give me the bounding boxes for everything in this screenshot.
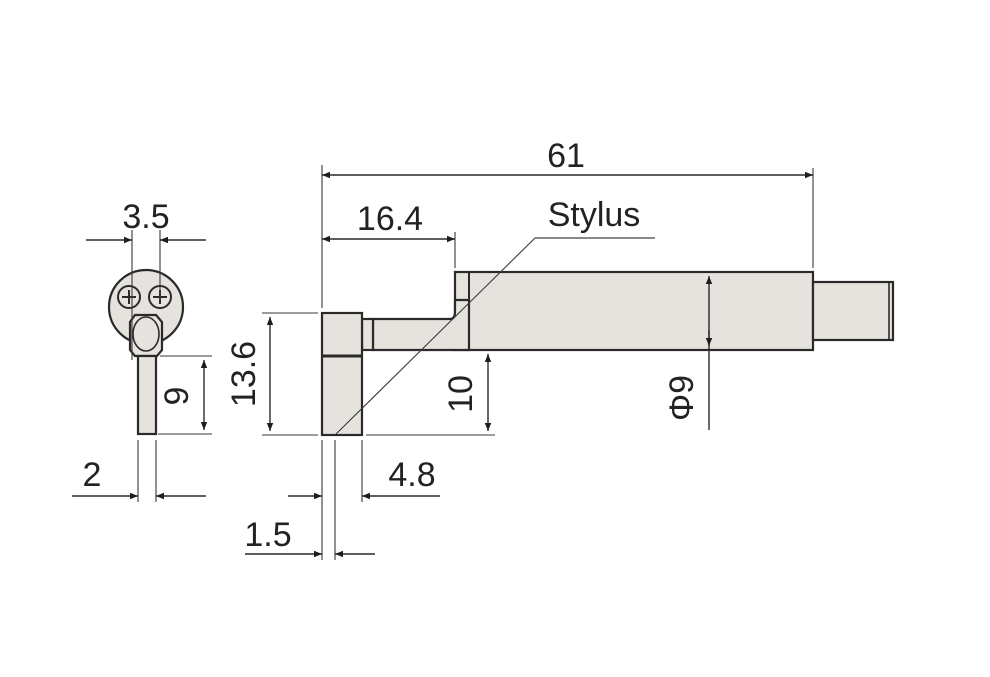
dim-stylus-offset: 16.4 xyxy=(357,200,423,238)
dim-tip-thickness: 1.5 xyxy=(244,516,291,554)
stylus-tip-block xyxy=(320,311,364,437)
rear-shaft xyxy=(811,280,895,342)
dim-tip-height: 13.6 xyxy=(225,341,263,407)
dim-tip-width: 4.8 xyxy=(388,456,435,494)
dim-width-top: 3.5 xyxy=(122,198,169,236)
stylus-leader-line xyxy=(334,237,536,436)
stylus-arm xyxy=(371,298,471,352)
dim-stem-width: 2 xyxy=(83,456,102,494)
dim-overall-length: 61 xyxy=(547,137,585,175)
dim-body-diameter: Φ9 xyxy=(663,375,701,421)
side-view: Stylus 61 16.4 13.6 10 Φ9 4.8 1.5 xyxy=(225,137,895,560)
dim-body-clearance: 10 xyxy=(442,375,480,413)
stylus-stem xyxy=(136,354,158,436)
detector-body xyxy=(453,270,815,352)
stylus-callout: Stylus xyxy=(548,196,641,234)
screw-icon xyxy=(117,285,141,309)
front-view: 3.5 9 2 xyxy=(72,198,212,502)
dim-stem-height: 9 xyxy=(158,387,196,406)
